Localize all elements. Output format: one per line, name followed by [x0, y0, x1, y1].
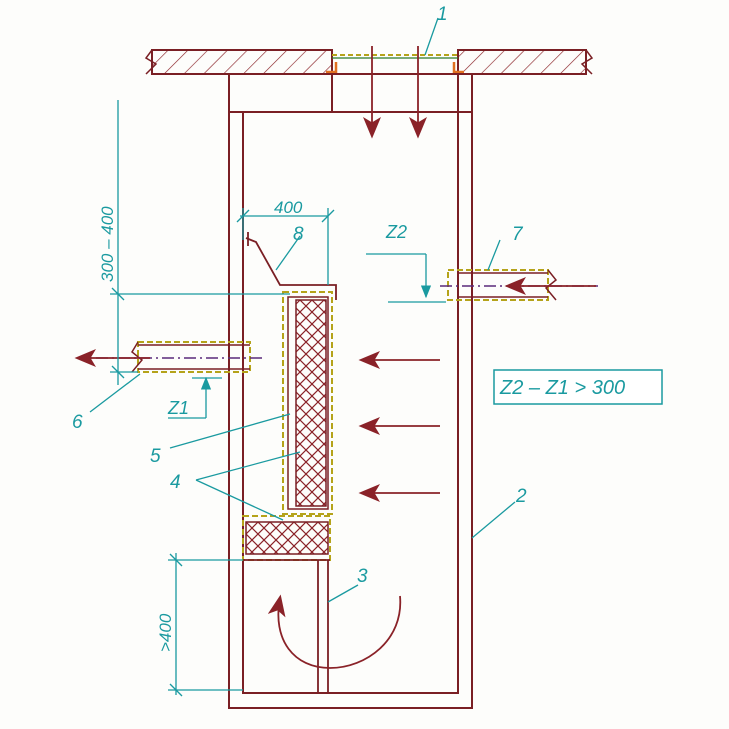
level-mark-z2	[366, 253, 446, 303]
outlet-duct	[74, 341, 262, 373]
dimension-width	[236, 208, 335, 285]
inflow-arrows-top	[363, 46, 427, 139]
callout-5: 5	[150, 446, 161, 467]
roof-slab	[144, 49, 594, 75]
dimension-width-label: 400	[274, 198, 303, 217]
callout-7: 7	[512, 224, 524, 245]
shaft-walls	[228, 73, 473, 709]
inlet-duct	[440, 269, 598, 301]
filter-unit-horizontal	[242, 515, 331, 561]
level-z2-label: Z2	[385, 222, 407, 242]
callout-leaders	[89, 17, 516, 603]
flow-arrows-horizontal	[358, 351, 440, 502]
roof-opening-grille	[326, 54, 464, 74]
callout-4: 4	[170, 472, 181, 493]
level-mark-z1	[168, 376, 222, 419]
dimension-bottom-label: >400	[156, 613, 175, 652]
callout-2: 2	[515, 486, 527, 507]
filter-unit-vertical	[282, 291, 333, 515]
partition-wall	[243, 559, 330, 693]
callout-8: 8	[293, 224, 304, 245]
callout-1: 1	[437, 4, 448, 25]
callout-3: 3	[357, 566, 368, 587]
level-z1-label: Z1	[167, 398, 189, 418]
dimension-gap	[110, 100, 290, 385]
dimension-bottom	[168, 553, 243, 697]
formula-box	[493, 369, 663, 405]
dimension-gap-label: 300 – 400	[98, 206, 117, 282]
flow-arrow-curved	[267, 594, 402, 669]
deflector-plate	[245, 232, 337, 300]
callout-6: 6	[72, 412, 83, 433]
formula-text: Z2 – Z1 > 300	[499, 377, 625, 399]
